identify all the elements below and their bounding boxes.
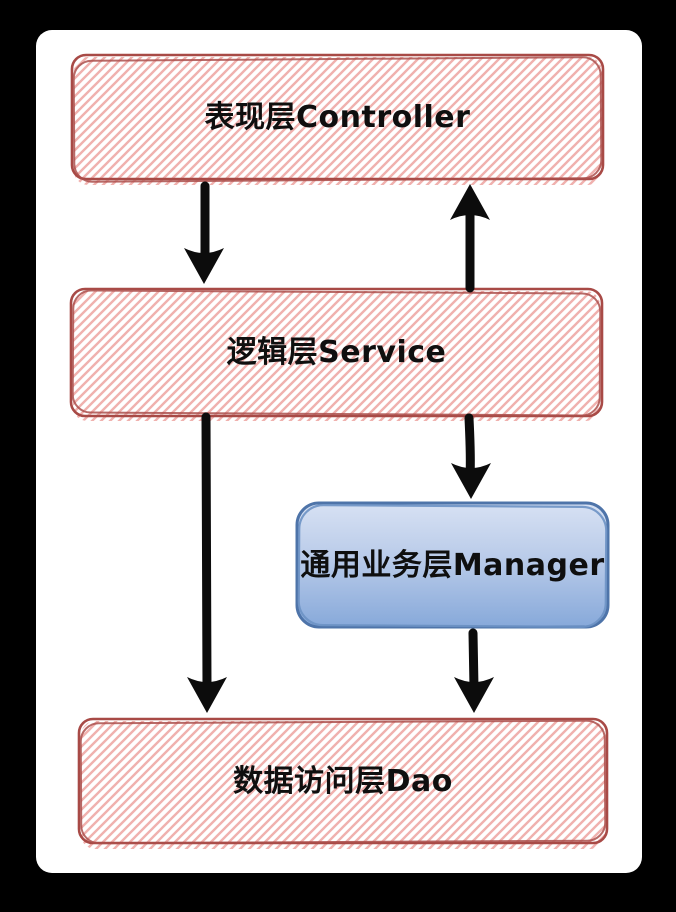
manager-box-label: 通用业务层Manager: [300, 547, 605, 583]
manager-box-border-sketch: [297, 504, 608, 629]
dao-box: [77, 717, 609, 849]
arrow-manager-to-dao: [454, 628, 494, 713]
arrow-shaft: [464, 413, 475, 480]
dao-box-hatch: [81, 721, 605, 849]
service-box: [69, 287, 604, 421]
arrow-head-down-icon: [451, 463, 491, 499]
service-box-hatch: [73, 291, 600, 421]
arrow-service-to-dao: [187, 412, 227, 713]
service-box-border: [69, 287, 604, 418]
dao-box-border-sketch: [79, 719, 607, 845]
arrow-head-down-icon: [454, 677, 494, 713]
dao-box-label: 数据访问层Dao: [233, 763, 453, 799]
controller-box: [70, 53, 605, 185]
arrow-head-down-icon: [187, 677, 227, 713]
arrow-service-to-controller: [450, 184, 490, 293]
arrow-shaft: [201, 412, 212, 693]
arrow-controller-to-service: [184, 181, 224, 284]
arrow-shaft: [468, 628, 479, 693]
controller-box-hatch: [74, 57, 602, 185]
arrow-head-down-icon: [184, 248, 224, 284]
arrow-service-to-manager: [451, 413, 491, 499]
arrow-head-up-icon: [450, 184, 490, 220]
manager-box: [295, 501, 610, 629]
controller-box-label: 表现层Controller: [204, 99, 471, 135]
service-box-label: 逻辑层Service: [226, 335, 447, 370]
controller-box-border-sketch: [72, 56, 603, 183]
service-box-border-sketch: [71, 289, 602, 417]
